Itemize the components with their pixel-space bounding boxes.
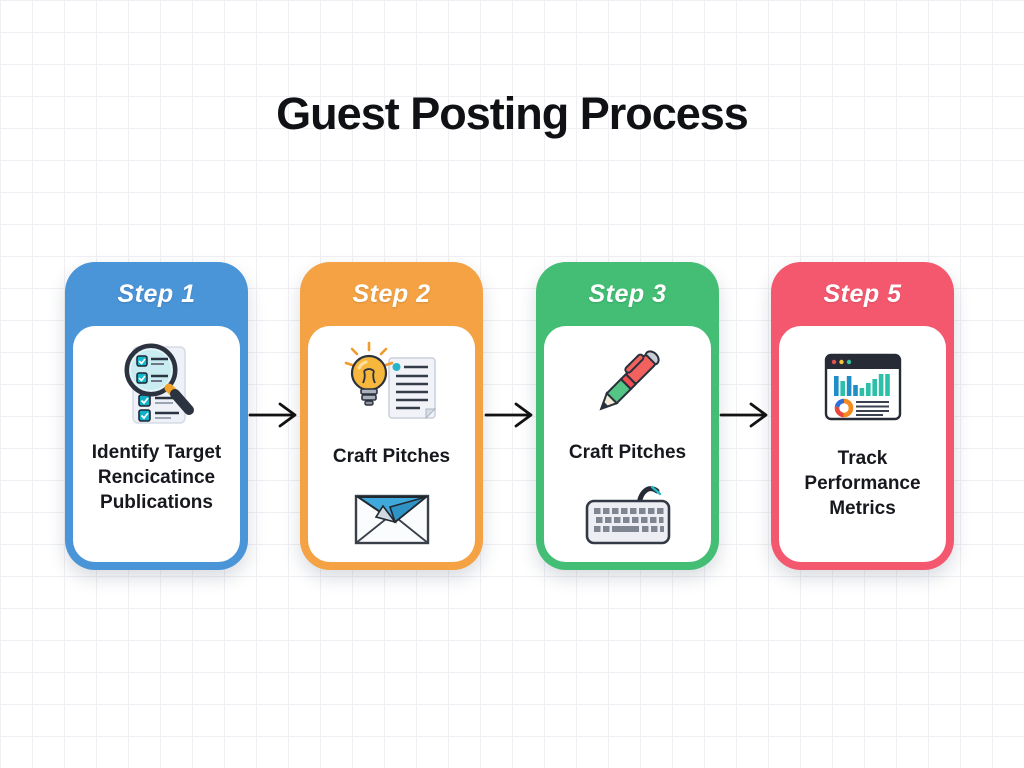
step-4-body: Track Performance Metrics [779,326,946,562]
step-1-label: Identify Target Rencicatince Publication… [91,442,222,514]
pen-icon [598,350,660,411]
step-1-header: Step 1 [117,279,196,308]
page-title: Guest Posting Process [276,88,749,140]
step-3-body: Craft Pitches [544,326,711,562]
analytics-dashboard-icon [824,353,901,421]
lightbulb-document-icon [344,341,436,420]
step-card-4: Step 5 [771,262,954,570]
step-3-header: Step 3 [588,279,667,308]
step-3-label: Craft Pitches [568,441,687,463]
arrow-right-icon [248,402,297,428]
step-4-label: Track Performance Metrics [804,448,921,520]
step-1-body: Identify Target Rencicatince Publication… [73,326,240,562]
step-4-header: Step 5 [823,279,902,308]
magnifier-checklist-icon [124,343,194,424]
arrow-right-icon [484,402,533,428]
step-2-header: Step 2 [352,279,431,308]
keyboard-icon [585,485,670,545]
step-2-label: Craft Pitches [332,445,451,467]
step-card-2: Step 2 Craft Pitche [300,262,483,570]
step-card-3: Step 3 Craft Pitches [536,262,719,570]
arrow-right-icon [719,402,768,428]
step-2-body: Craft Pitches [308,326,475,562]
step-card-1: Step 1 Identify Target Rencicatince [65,262,248,570]
envelope-paper-plane-icon [354,494,429,545]
